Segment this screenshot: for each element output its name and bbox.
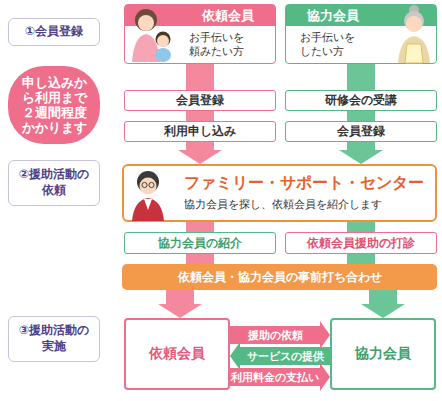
mother-body bbox=[132, 34, 160, 62]
step-label: ①会員登録 bbox=[8, 18, 100, 46]
flow-strip bbox=[166, 290, 194, 304]
flow-strip bbox=[186, 142, 214, 150]
step-label: ③援助活動の 実施 bbox=[8, 316, 100, 362]
flow-strip bbox=[347, 111, 375, 121]
mother-hair bbox=[135, 9, 157, 31]
node-title: 依頼会員 bbox=[125, 5, 275, 26]
staff-body bbox=[132, 198, 164, 221]
edge-label: 利用料金の支払い bbox=[231, 370, 319, 384]
node-title: 申し込みか ら利用まで ２週間程度 かかります bbox=[18, 75, 90, 135]
node-title: 利用申し込み bbox=[164, 124, 236, 139]
child-face bbox=[157, 35, 169, 47]
node-title: ファミリー・サポート・センター bbox=[184, 173, 431, 193]
node-title: 会員登録 bbox=[176, 93, 224, 108]
flow-strip bbox=[347, 142, 375, 150]
staff-glasses bbox=[149, 182, 154, 187]
edge-label: 援助の依頼 bbox=[248, 328, 303, 342]
flow-strip bbox=[186, 111, 214, 121]
node-title: 依頼会員 bbox=[149, 345, 205, 363]
meeting-band: 依頼会員・協力会員の事前打ち合わせ bbox=[122, 264, 437, 290]
flow-arrow bbox=[230, 368, 320, 386]
woman-body bbox=[398, 36, 430, 63]
woman-apron bbox=[405, 44, 423, 63]
flow-strip bbox=[186, 222, 214, 232]
node-title: ②援助活動の 依頼 bbox=[15, 167, 93, 198]
center-box: ファミリー・サポート・センター協力会員を探し、依頼会員を紹介します bbox=[122, 164, 437, 222]
flow-strip bbox=[369, 290, 397, 304]
member-box: 協力会員お手伝いを したい方 bbox=[285, 4, 437, 64]
member-box: 協力会員 bbox=[330, 318, 436, 390]
staff-shirt bbox=[144, 199, 152, 210]
child-body bbox=[155, 48, 171, 62]
node-text: お手伝いを したい方 bbox=[286, 26, 436, 59]
step-label: ②援助活動の 依頼 bbox=[8, 160, 100, 206]
process-box: 会員登録 bbox=[124, 90, 276, 111]
woman-bun bbox=[409, 5, 419, 15]
flow-arrow bbox=[230, 326, 320, 344]
flow-strip bbox=[186, 254, 214, 264]
flow-strip bbox=[347, 222, 375, 232]
edge-label: サービスの提供 bbox=[247, 349, 324, 363]
flow-strip bbox=[347, 254, 375, 264]
node-title: ③援助活動の 実施 bbox=[15, 323, 93, 354]
staff-face bbox=[140, 178, 157, 195]
node-title: ①会員登録 bbox=[25, 24, 83, 40]
node-title: 依頼会員・協力会員の事前打ち合わせ bbox=[178, 269, 382, 286]
woman-hair bbox=[404, 11, 424, 31]
node-title: 会員登録 bbox=[337, 124, 385, 139]
node-title: 研修会の受講 bbox=[325, 93, 397, 108]
flow-arrow bbox=[240, 347, 330, 365]
member-box: 依頼会員 bbox=[124, 318, 230, 390]
staff-glasses bbox=[142, 182, 147, 187]
node-title: 協力会員 bbox=[355, 345, 411, 363]
process-box: 利用申し込み bbox=[124, 121, 276, 142]
flow-strip bbox=[186, 64, 214, 90]
node-text: お手伝いを 頼みたい方 bbox=[125, 26, 275, 59]
node-title: 協力会員の紹介 bbox=[158, 236, 242, 251]
process-box: 会員登録 bbox=[285, 121, 437, 142]
node-title: 依頼会員援助の打診 bbox=[307, 236, 415, 251]
woman-face bbox=[406, 16, 422, 32]
process-box: 協力会員の紹介 bbox=[124, 232, 276, 254]
mother-face bbox=[138, 15, 154, 31]
staff-hair bbox=[137, 171, 159, 193]
child-hair bbox=[156, 32, 171, 47]
process-box: 依頼会員援助の打診 bbox=[285, 232, 437, 254]
flow-strip bbox=[347, 64, 375, 90]
node-text: 協力会員を探し、依頼会員を紹介します bbox=[184, 198, 431, 212]
node-title: 協力会員 bbox=[286, 5, 436, 26]
member-box: 依頼会員お手伝いを 頼みたい方 bbox=[124, 4, 276, 64]
process-box: 研修会の受講 bbox=[285, 90, 437, 111]
note-blob: 申し込みか ら利用まで ２週間程度 かかります bbox=[8, 66, 100, 144]
